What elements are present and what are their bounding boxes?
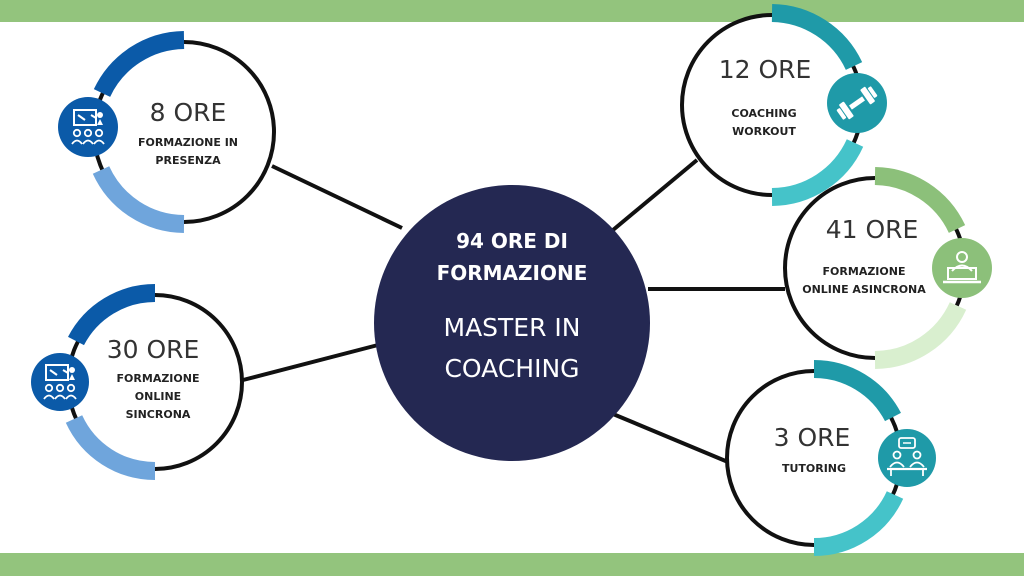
node-workout: 12 ORE COACHING WORKOUT: [680, 4, 887, 206]
node-arc-light: [874, 302, 967, 369]
node-desc-line2: ONLINE ASINCRONA: [802, 283, 926, 296]
node-desc-line1: FORMAZIONE: [117, 372, 200, 385]
node-hours: 3 ORE: [774, 423, 851, 452]
center-subtitle-line2: COACHING: [444, 354, 579, 383]
node-desc-line1: COACHING: [731, 107, 796, 120]
node-arc-light: [771, 139, 864, 206]
node-icon-badge: [58, 97, 118, 157]
center-hub: 94 ORE DI FORMAZIONE MASTER IN COACHING: [374, 185, 650, 461]
node-arc-dark: [68, 284, 156, 346]
node-desc-line1: TUTORING: [782, 462, 846, 475]
node-hours: 30 ORE: [107, 335, 200, 364]
node-asincrona: 41 ORE FORMAZIONE ONLINE ASINCRONA: [783, 167, 992, 369]
node-tutoring: 3 ORE TUTORING: [725, 360, 936, 557]
node-arc-light: [813, 490, 904, 557]
node-desc-line3: SINCRONA: [126, 408, 191, 421]
node-arc-dark: [93, 31, 185, 98]
node-arc-light: [65, 414, 156, 481]
node-arc-dark: [771, 4, 863, 71]
center-title-line1: 94 ORE DI: [456, 229, 568, 253]
node-hours: 41 ORE: [826, 215, 919, 244]
node-arc-light: [92, 166, 185, 233]
node-arc-dark: [874, 167, 966, 234]
node-desc-line2: ONLINE: [135, 390, 181, 403]
connector-tutoring: [612, 412, 729, 464]
center-circle: [374, 185, 650, 461]
center-title-line2: FORMAZIONE: [437, 261, 588, 285]
node-presenza: 8 ORE FORMAZIONE IN PRESENZA: [58, 31, 276, 233]
node-icon-badge: [31, 353, 89, 411]
node-icon-badge: [878, 429, 936, 487]
node-desc-line2: PRESENZA: [155, 154, 221, 167]
connector-workout: [611, 158, 699, 232]
node-hours: 12 ORE: [719, 55, 812, 84]
node-arc-dark: [813, 360, 901, 422]
node-hours: 8 ORE: [150, 98, 227, 127]
node-desc-line1: FORMAZIONE: [823, 265, 906, 278]
bottom-band: [0, 553, 1024, 576]
connectors: [242, 158, 785, 464]
node-sincrona: 30 ORE FORMAZIONE ONLINE SINCRONA: [31, 284, 244, 481]
node-desc-line2: WORKOUT: [732, 125, 796, 138]
node-desc-line1: FORMAZIONE IN: [138, 136, 238, 149]
connector-sincrona: [242, 343, 379, 382]
connector-presenza: [271, 164, 403, 230]
center-subtitle-line1: MASTER IN: [444, 313, 581, 342]
